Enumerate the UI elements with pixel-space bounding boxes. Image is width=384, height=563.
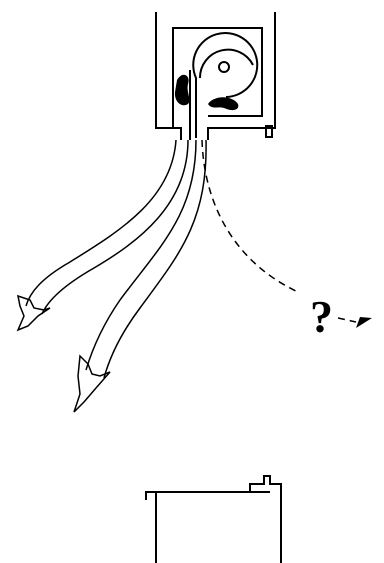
container-icon: [145, 475, 282, 563]
question-mark-label: ?: [310, 291, 333, 342]
arrowhead-icon: [356, 317, 372, 328]
curved-arrow-lower: [73, 139, 207, 413]
dashed-arrow-right: [201, 139, 372, 328]
seal-blobs: [174, 74, 239, 111]
rotor-icon: [192, 32, 259, 138]
pump-housing-icon: [155, 12, 276, 140]
curved-arrow-left: [16, 139, 189, 332]
